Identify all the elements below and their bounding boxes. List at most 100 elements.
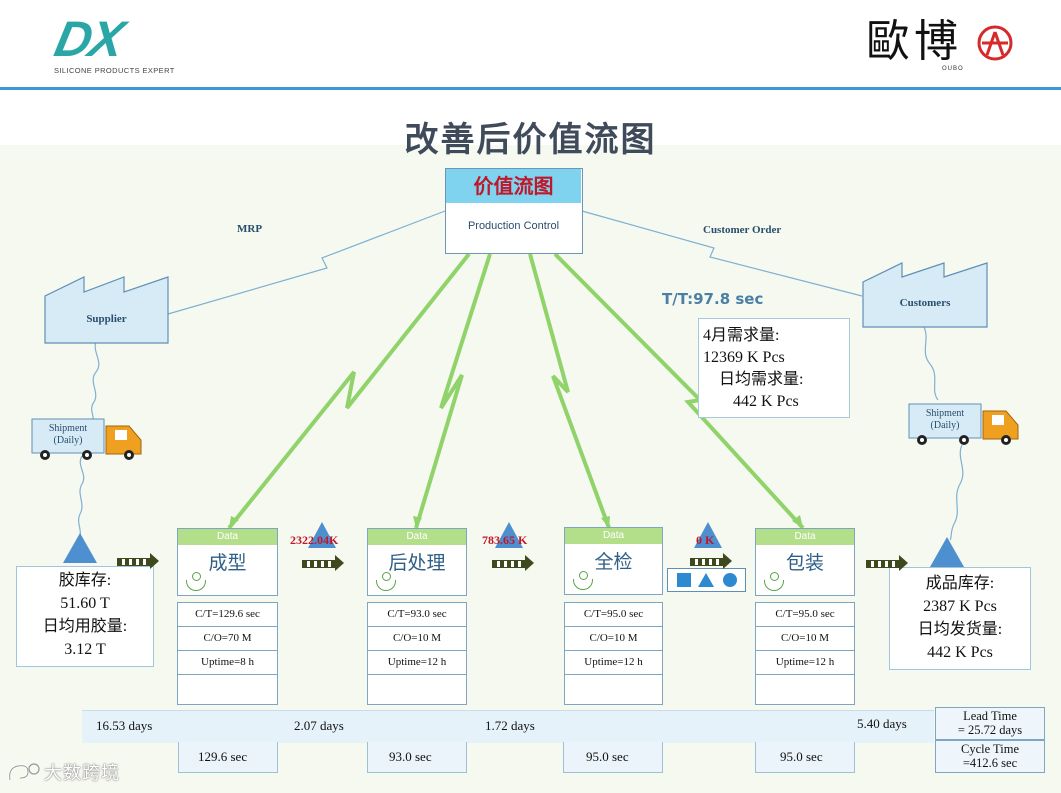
process-tag: Data — [756, 529, 854, 545]
data-table-packaging: C/T=95.0 sec C/O=10 M Uptime=12 h — [755, 602, 855, 705]
raw-inv-line4: 3.12 T — [64, 641, 106, 658]
data-ct: C/T=93.0 sec — [368, 603, 466, 627]
operator-icon — [186, 572, 206, 591]
wip-triangle-2 — [495, 522, 523, 548]
data-blank — [368, 675, 466, 704]
data-ct: C/T=95.0 sec — [565, 603, 662, 627]
push-arrow-5 — [866, 555, 908, 571]
timeline-step-4 — [755, 742, 855, 773]
watermark-icon — [8, 763, 40, 781]
finished-inventory-triangle — [930, 537, 964, 567]
fg-inv-line2: 2387 K Pcs — [923, 598, 997, 615]
lightning-bolt-2 — [414, 253, 492, 529]
timeline-step-1 — [178, 742, 278, 773]
timeline-sec-1: 129.6 sec — [198, 749, 248, 764]
supplier-shipment-line — [91, 341, 100, 421]
customer-shipment-line — [923, 326, 939, 401]
wip-label-3: 0 K — [696, 533, 715, 547]
dx-logo-tagline: SILICONE PRODUCTS EXPERT — [54, 66, 175, 75]
timeline-band — [82, 710, 934, 743]
wip-triangle-1 — [308, 522, 336, 548]
process-name: 成型 — [208, 552, 247, 574]
lightning-bolt-3 — [528, 253, 611, 529]
fg-truck-line — [949, 444, 964, 541]
push-arrow-3 — [492, 555, 534, 571]
cycle-time-line1: Cycle Time — [961, 742, 1019, 756]
data-ct: C/T=129.6 sec — [178, 603, 277, 627]
wip-triangle-3 — [694, 522, 722, 548]
lightning-bolt-4 — [553, 252, 805, 530]
production-control-label: Production Control — [467, 220, 560, 232]
lightning-tip-4 — [792, 515, 803, 528]
timeline-step-2 — [367, 742, 467, 773]
timeline-sec-2: 93.0 sec — [389, 749, 432, 764]
wip-label-1: 2322.04K — [290, 533, 339, 547]
lead-time-line2: = 25.72 days — [957, 723, 1023, 737]
customer-shipment-line1: Shipment — [925, 408, 965, 419]
raw-inv-line1: 胶库存: — [58, 572, 112, 589]
push-arrow-2 — [302, 555, 344, 571]
kanban-signal-box — [667, 568, 746, 592]
lightning-bolt-1 — [227, 252, 471, 530]
timeline-days-2: 2.07 days — [294, 718, 344, 733]
oubo-seal-icon — [977, 25, 1013, 61]
data-co: C/O=10 M — [368, 627, 466, 651]
lead-time-box: Lead Time = 25.72 days — [935, 707, 1045, 740]
data-uptime: Uptime=12 h — [565, 651, 662, 675]
customer-shipment-line2: (Daily) — [930, 420, 960, 431]
fg-inv-line1: 成品库存: — [925, 575, 995, 592]
dx-logo: DX SILICONE PRODUCTS EXPERT — [50, 11, 195, 78]
timeline-days-1: 16.53 days — [96, 718, 153, 733]
raw-inv-line3: 日均用胶量: — [42, 618, 128, 635]
process-tag: Data — [178, 529, 277, 545]
process-tag: Data — [368, 529, 466, 545]
cycle-time-box: Cycle Time =412.6 sec — [935, 740, 1045, 773]
customer-shipment-label: Shipment (Daily) — [909, 408, 981, 432]
data-table-post-processing: C/T=93.0 sec C/O=10 M Uptime=12 h — [367, 602, 467, 705]
oubo-logo-mark: 歐博 — [866, 16, 962, 67]
wip-label-2: 783.65 K — [482, 533, 528, 547]
supplier-label: Supplier — [86, 313, 127, 325]
raw-inventory-triangle — [63, 533, 97, 563]
operator-icon — [573, 571, 593, 590]
customer-order-label: Customer Order — [703, 224, 782, 236]
production-control-header: 价值流图 — [446, 169, 581, 203]
customer-label: Customers — [899, 297, 951, 309]
supplier-shipment-line2: (Daily) — [53, 435, 83, 446]
square-triangle-circle-icon — [677, 573, 737, 587]
data-co: C/O=10 M — [565, 627, 662, 651]
process-name: 全检 — [594, 551, 633, 573]
demand-box: 4月需求量: 12369 K Pcs 日均需求量: 442 K Pcs — [698, 318, 850, 418]
cycle-time-line2: =412.6 sec — [962, 756, 1018, 770]
fg-inv-line3: 日均发货量: — [917, 621, 1003, 638]
process-box-packaging: Data 包装 — [755, 528, 855, 596]
process-box-inspection: Data 全检 — [564, 527, 663, 595]
demand-line1: 4月需求量: — [703, 327, 780, 344]
data-blank — [178, 675, 277, 704]
data-uptime: Uptime=8 h — [178, 651, 277, 675]
truck-inventory-line — [77, 455, 85, 537]
process-box-molding: Data 成型 — [177, 528, 278, 596]
lightning-tip-1 — [229, 516, 239, 528]
supplier-factory-icon — [44, 276, 169, 344]
lead-time-line1: Lead Time — [963, 709, 1017, 723]
push-arrow-1 — [117, 553, 159, 569]
data-uptime: Uptime=12 h — [368, 651, 466, 675]
data-table-inspection: C/T=95.0 sec C/O=10 M Uptime=12 h — [564, 602, 663, 705]
watermark-text: 大数跨境 — [44, 763, 120, 784]
mrp-info-line — [167, 210, 446, 315]
demand-line2: 12369 K Pcs — [703, 349, 785, 366]
process-name: 包装 — [785, 552, 824, 574]
raw-inventory-box: 胶库存: 51.60 T 日均用胶量: 3.12 T — [16, 566, 154, 667]
operator-icon — [764, 572, 784, 591]
data-blank — [756, 675, 854, 704]
demand-line3: 日均需求量: — [719, 371, 804, 388]
fg-inv-line4: 442 K Pcs — [927, 644, 993, 661]
data-table-molding: C/T=129.6 sec C/O=70 M Uptime=8 h — [177, 602, 278, 705]
demand-line4: 442 K Pcs — [733, 393, 799, 410]
supplier-shipment-line1: Shipment — [48, 423, 88, 434]
timeline-step-3 — [563, 742, 663, 773]
raw-inv-line2: 51.60 T — [60, 595, 110, 612]
data-co: C/O=10 M — [756, 627, 854, 651]
